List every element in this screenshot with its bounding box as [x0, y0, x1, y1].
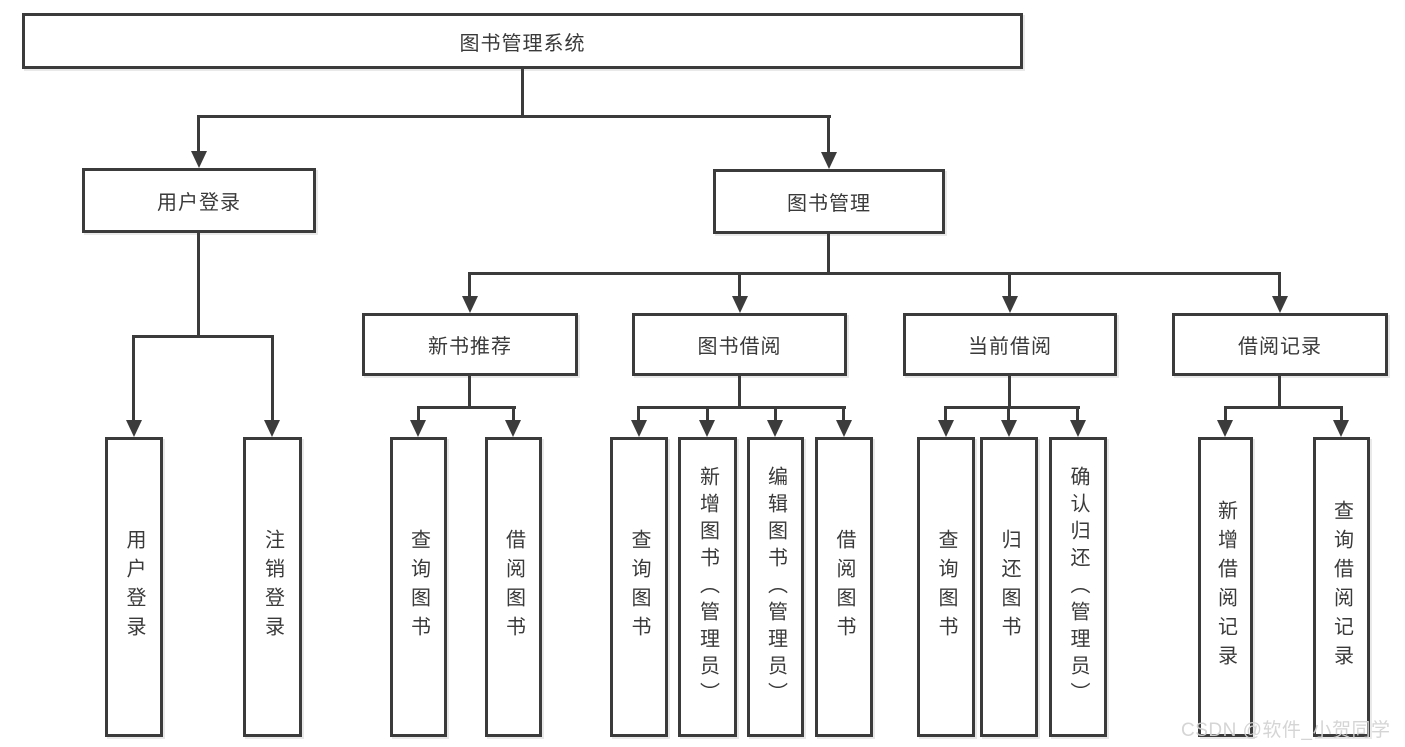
connector-line	[944, 406, 947, 421]
connector-line	[1278, 272, 1281, 297]
arrow-down-icon	[264, 420, 280, 437]
connector-line	[468, 272, 1281, 275]
connector-line	[1008, 272, 1011, 297]
arrow-down-icon	[1333, 420, 1349, 437]
arrow-down-icon	[1001, 420, 1017, 437]
connector-line	[271, 335, 274, 421]
arrow-down-icon	[1217, 420, 1233, 437]
node-label: 新书推荐	[428, 336, 512, 358]
connector-line	[944, 406, 1080, 409]
arrow-down-icon	[1272, 296, 1288, 313]
connector-line	[132, 335, 135, 421]
connector-line	[1008, 376, 1011, 408]
node-current-borrowing: 当前借阅	[903, 313, 1117, 376]
node-label: 图书管理	[787, 193, 871, 215]
connector-line	[521, 69, 524, 117]
connector-line	[1224, 406, 1343, 409]
connector-line	[468, 272, 471, 297]
node-borrowing-records: 借阅记录	[1172, 313, 1388, 376]
node-label: 归还图书	[998, 529, 1020, 645]
node-label: 查询图书	[407, 529, 430, 645]
node-label: 确认归还（管理员）	[1067, 465, 1089, 709]
node-label: 编辑图书（管理员）	[764, 465, 787, 709]
node-label: 用户登录	[157, 192, 241, 214]
arrow-down-icon	[410, 420, 426, 437]
connector-line	[738, 376, 741, 408]
watermark: CSDN @软件_小贺同学	[1181, 720, 1391, 741]
connector-line	[637, 406, 640, 421]
connector-line	[1340, 406, 1343, 421]
arrow-down-icon	[505, 420, 521, 437]
arrow-down-icon	[938, 420, 954, 437]
leaf-current-confirm-return-admin: 确认归还（管理员）	[1049, 437, 1107, 737]
connector-line	[197, 115, 200, 153]
connector-line	[1076, 406, 1079, 421]
arrow-down-icon	[732, 296, 748, 313]
connector-line	[774, 406, 777, 421]
leaf-borrowing-query-books: 查询图书	[610, 437, 668, 737]
node-book-management: 图书管理	[713, 169, 945, 234]
arrow-down-icon	[462, 296, 478, 313]
leaf-borrowing-edit-books-admin: 编辑图书（管理员）	[747, 437, 804, 737]
leaf-recommend-query-books: 查询图书	[390, 437, 447, 737]
connector-line	[1224, 406, 1227, 421]
node-label: 图书管理系统	[459, 32, 586, 55]
connector-line	[1278, 376, 1281, 408]
node-user-login: 用户登录	[82, 168, 316, 233]
connector-line	[132, 335, 274, 338]
node-label: 当前借阅	[968, 336, 1052, 358]
node-root: 图书管理系统	[22, 13, 1023, 69]
node-label: 注销登录	[261, 529, 284, 645]
leaf-user-login: 用户登录	[105, 437, 163, 737]
connector-line	[706, 406, 709, 421]
arrow-down-icon	[191, 151, 207, 168]
arrow-down-icon	[1002, 296, 1018, 313]
leaf-borrowing-add-books-admin: 新增图书（管理员）	[678, 437, 737, 737]
arrow-down-icon	[631, 420, 647, 437]
connector-line	[512, 406, 515, 421]
leaf-current-query-books: 查询图书	[917, 437, 975, 737]
connector-line	[197, 115, 831, 118]
arrow-down-icon	[699, 420, 715, 437]
connector-line	[738, 272, 741, 297]
node-label: 图书借阅	[697, 336, 782, 358]
node-new-book-recommend: 新书推荐	[362, 313, 578, 376]
node-label: 借阅图书	[502, 529, 525, 645]
leaf-recommend-borrow-books: 借阅图书	[485, 437, 542, 737]
leaf-records-query-record: 查询借阅记录	[1313, 437, 1370, 737]
connector-line	[197, 233, 200, 337]
node-label: 查询图书	[935, 529, 957, 645]
connector-line	[1007, 406, 1010, 421]
connector-line	[417, 406, 420, 421]
connector-line	[827, 234, 830, 274]
node-label: 查询借阅记录	[1330, 500, 1353, 674]
connector-line	[417, 406, 516, 409]
arrow-down-icon	[126, 420, 142, 437]
node-label: 新增借阅记录	[1214, 500, 1237, 674]
leaf-borrowing-borrow-books: 借阅图书	[815, 437, 873, 737]
connector-line	[468, 376, 471, 408]
node-label: 用户登录	[123, 529, 145, 645]
connector-line	[637, 406, 846, 409]
arrow-down-icon	[1070, 420, 1086, 437]
connector-line	[842, 406, 845, 421]
arrow-down-icon	[821, 152, 837, 169]
node-book-borrowing: 图书借阅	[632, 313, 847, 376]
leaf-logout: 注销登录	[243, 437, 302, 737]
leaf-current-return-books: 归还图书	[980, 437, 1038, 737]
node-label: 新增图书（管理员）	[696, 465, 719, 709]
node-label: 借阅图书	[833, 529, 855, 645]
node-label: 借阅记录	[1238, 336, 1322, 358]
arrow-down-icon	[767, 420, 783, 437]
node-label: 查询图书	[628, 529, 650, 645]
connector-line	[827, 115, 830, 154]
arrow-down-icon	[836, 420, 852, 437]
leaf-records-add-record: 新增借阅记录	[1198, 437, 1253, 737]
